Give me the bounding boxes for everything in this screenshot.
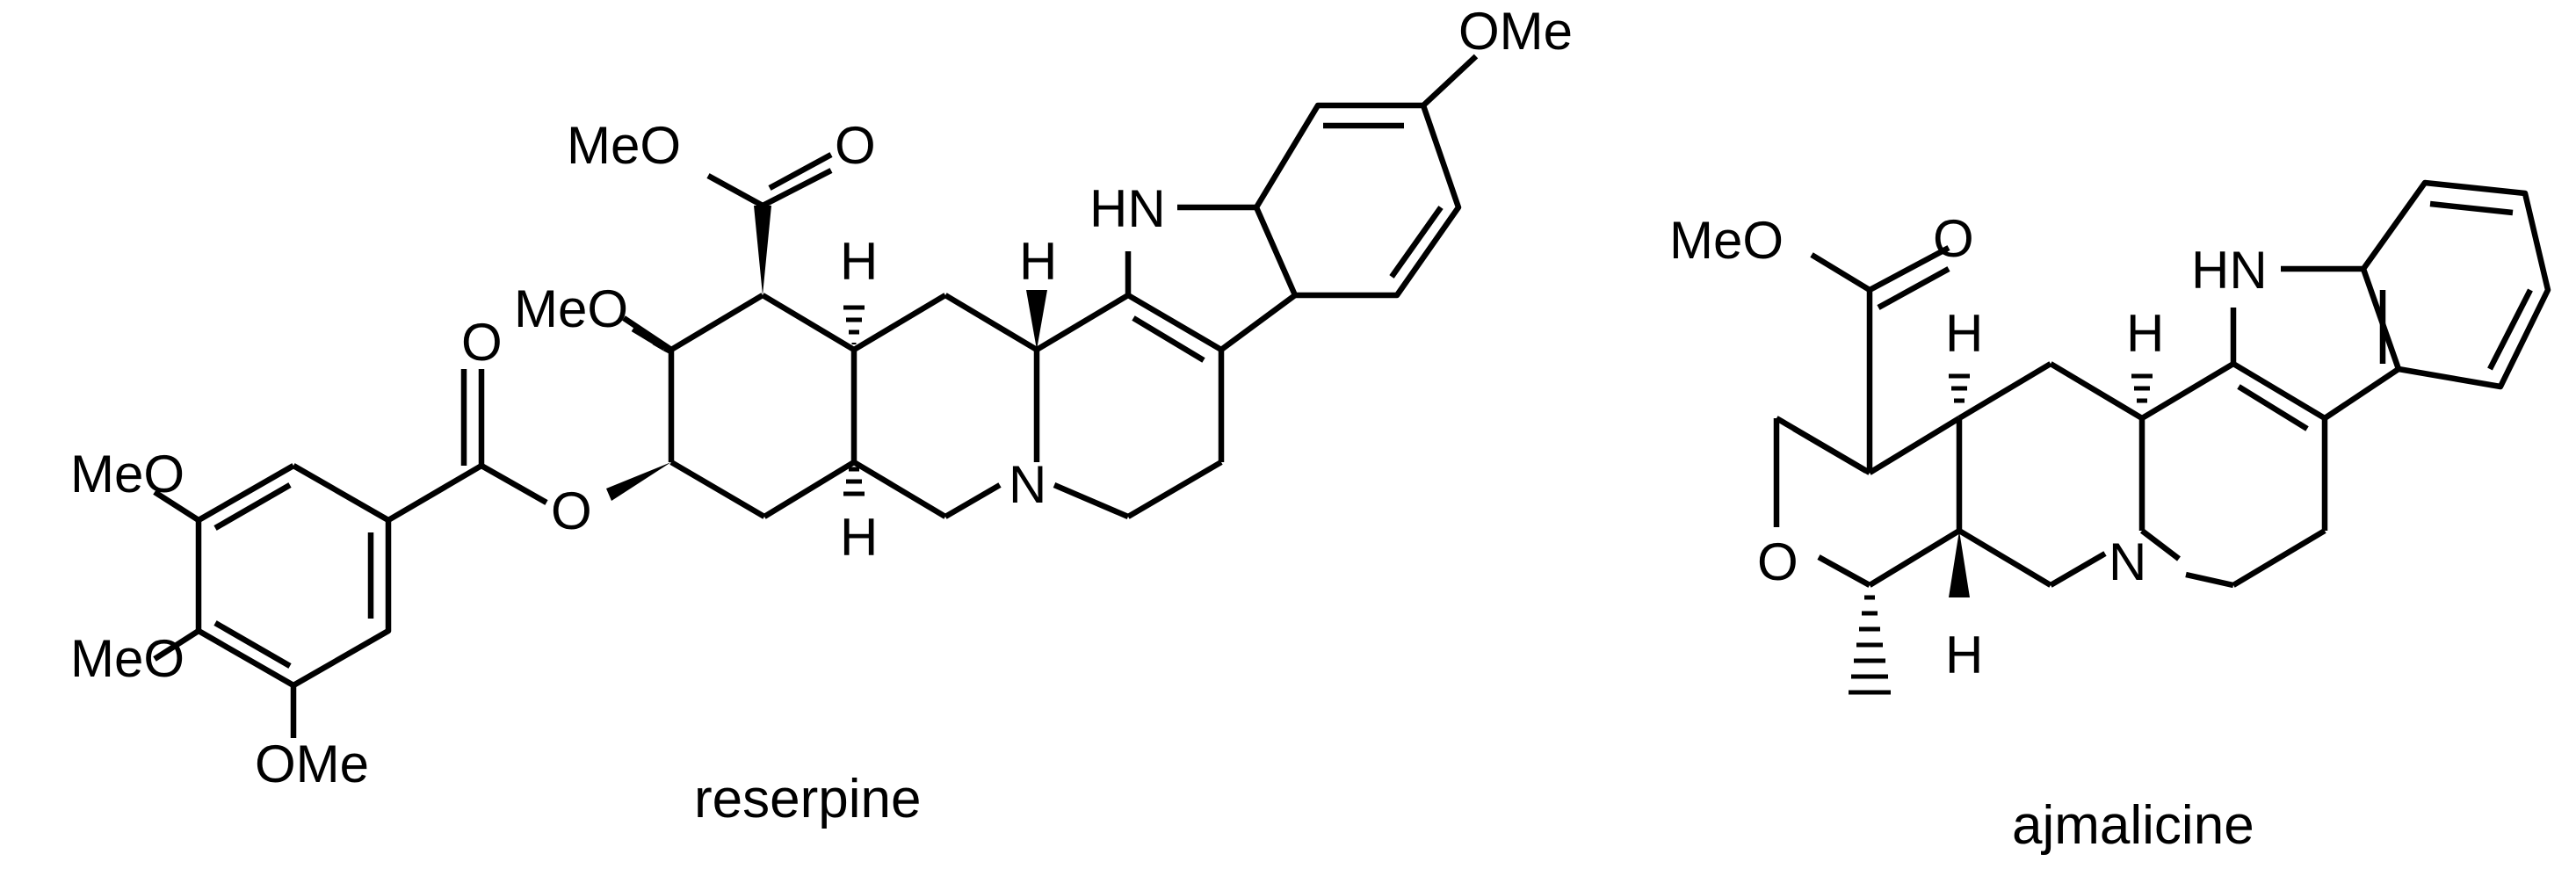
ester-meo-label: MeO [567,116,681,175]
nitrogen-label: N [2109,532,2146,591]
meo-aryl-label-1: MeO [70,445,185,503]
ring-oxygen-label: O [1757,532,1798,591]
nitrogen-label: N [1009,455,1046,514]
h-label-top-2: H [2126,304,2164,363]
indole-nh-label: HN [1089,179,1166,238]
reserpine-bonds [153,54,1479,738]
h-label-top-1: H [840,232,878,291]
h-label-top-2: H [1019,232,1057,291]
indole-ome-label: OMe [1458,2,1573,61]
reserpine-structure: MeO MeO OMe O O MeO MeO O H H H N HN OMe… [70,2,1573,829]
meo-aryl-label-2: MeO [70,629,185,688]
ester-oxygen-label: O [835,116,876,175]
reserpine-caption: reserpine [694,769,921,829]
carbonyl-oxygen-label: O [461,313,503,372]
h-label-bottom: H [840,508,878,567]
ajmalicine-caption: ajmalicine [2012,795,2254,856]
ester-link-oxygen-label: O [551,481,592,540]
ring-meo-label: MeO [514,279,628,338]
h-label-top-1: H [1945,304,1983,363]
indole-nh-label: HN [2191,241,2268,300]
ajmalicine-structure: MeO O H H H N O HN ajmalicine [1669,179,2551,856]
ester-meo-label: MeO [1669,211,1784,270]
ester-oxygen-label: O [1933,209,1974,268]
h-label-bottom: H [1945,626,1983,684]
ome-aryl-label-3: OMe [255,735,369,793]
ajmalicine-stereo-bonds [1949,373,2153,597]
reserpine-stereo-bonds [606,206,1047,501]
ajmalicine-bonds [1773,179,2551,695]
